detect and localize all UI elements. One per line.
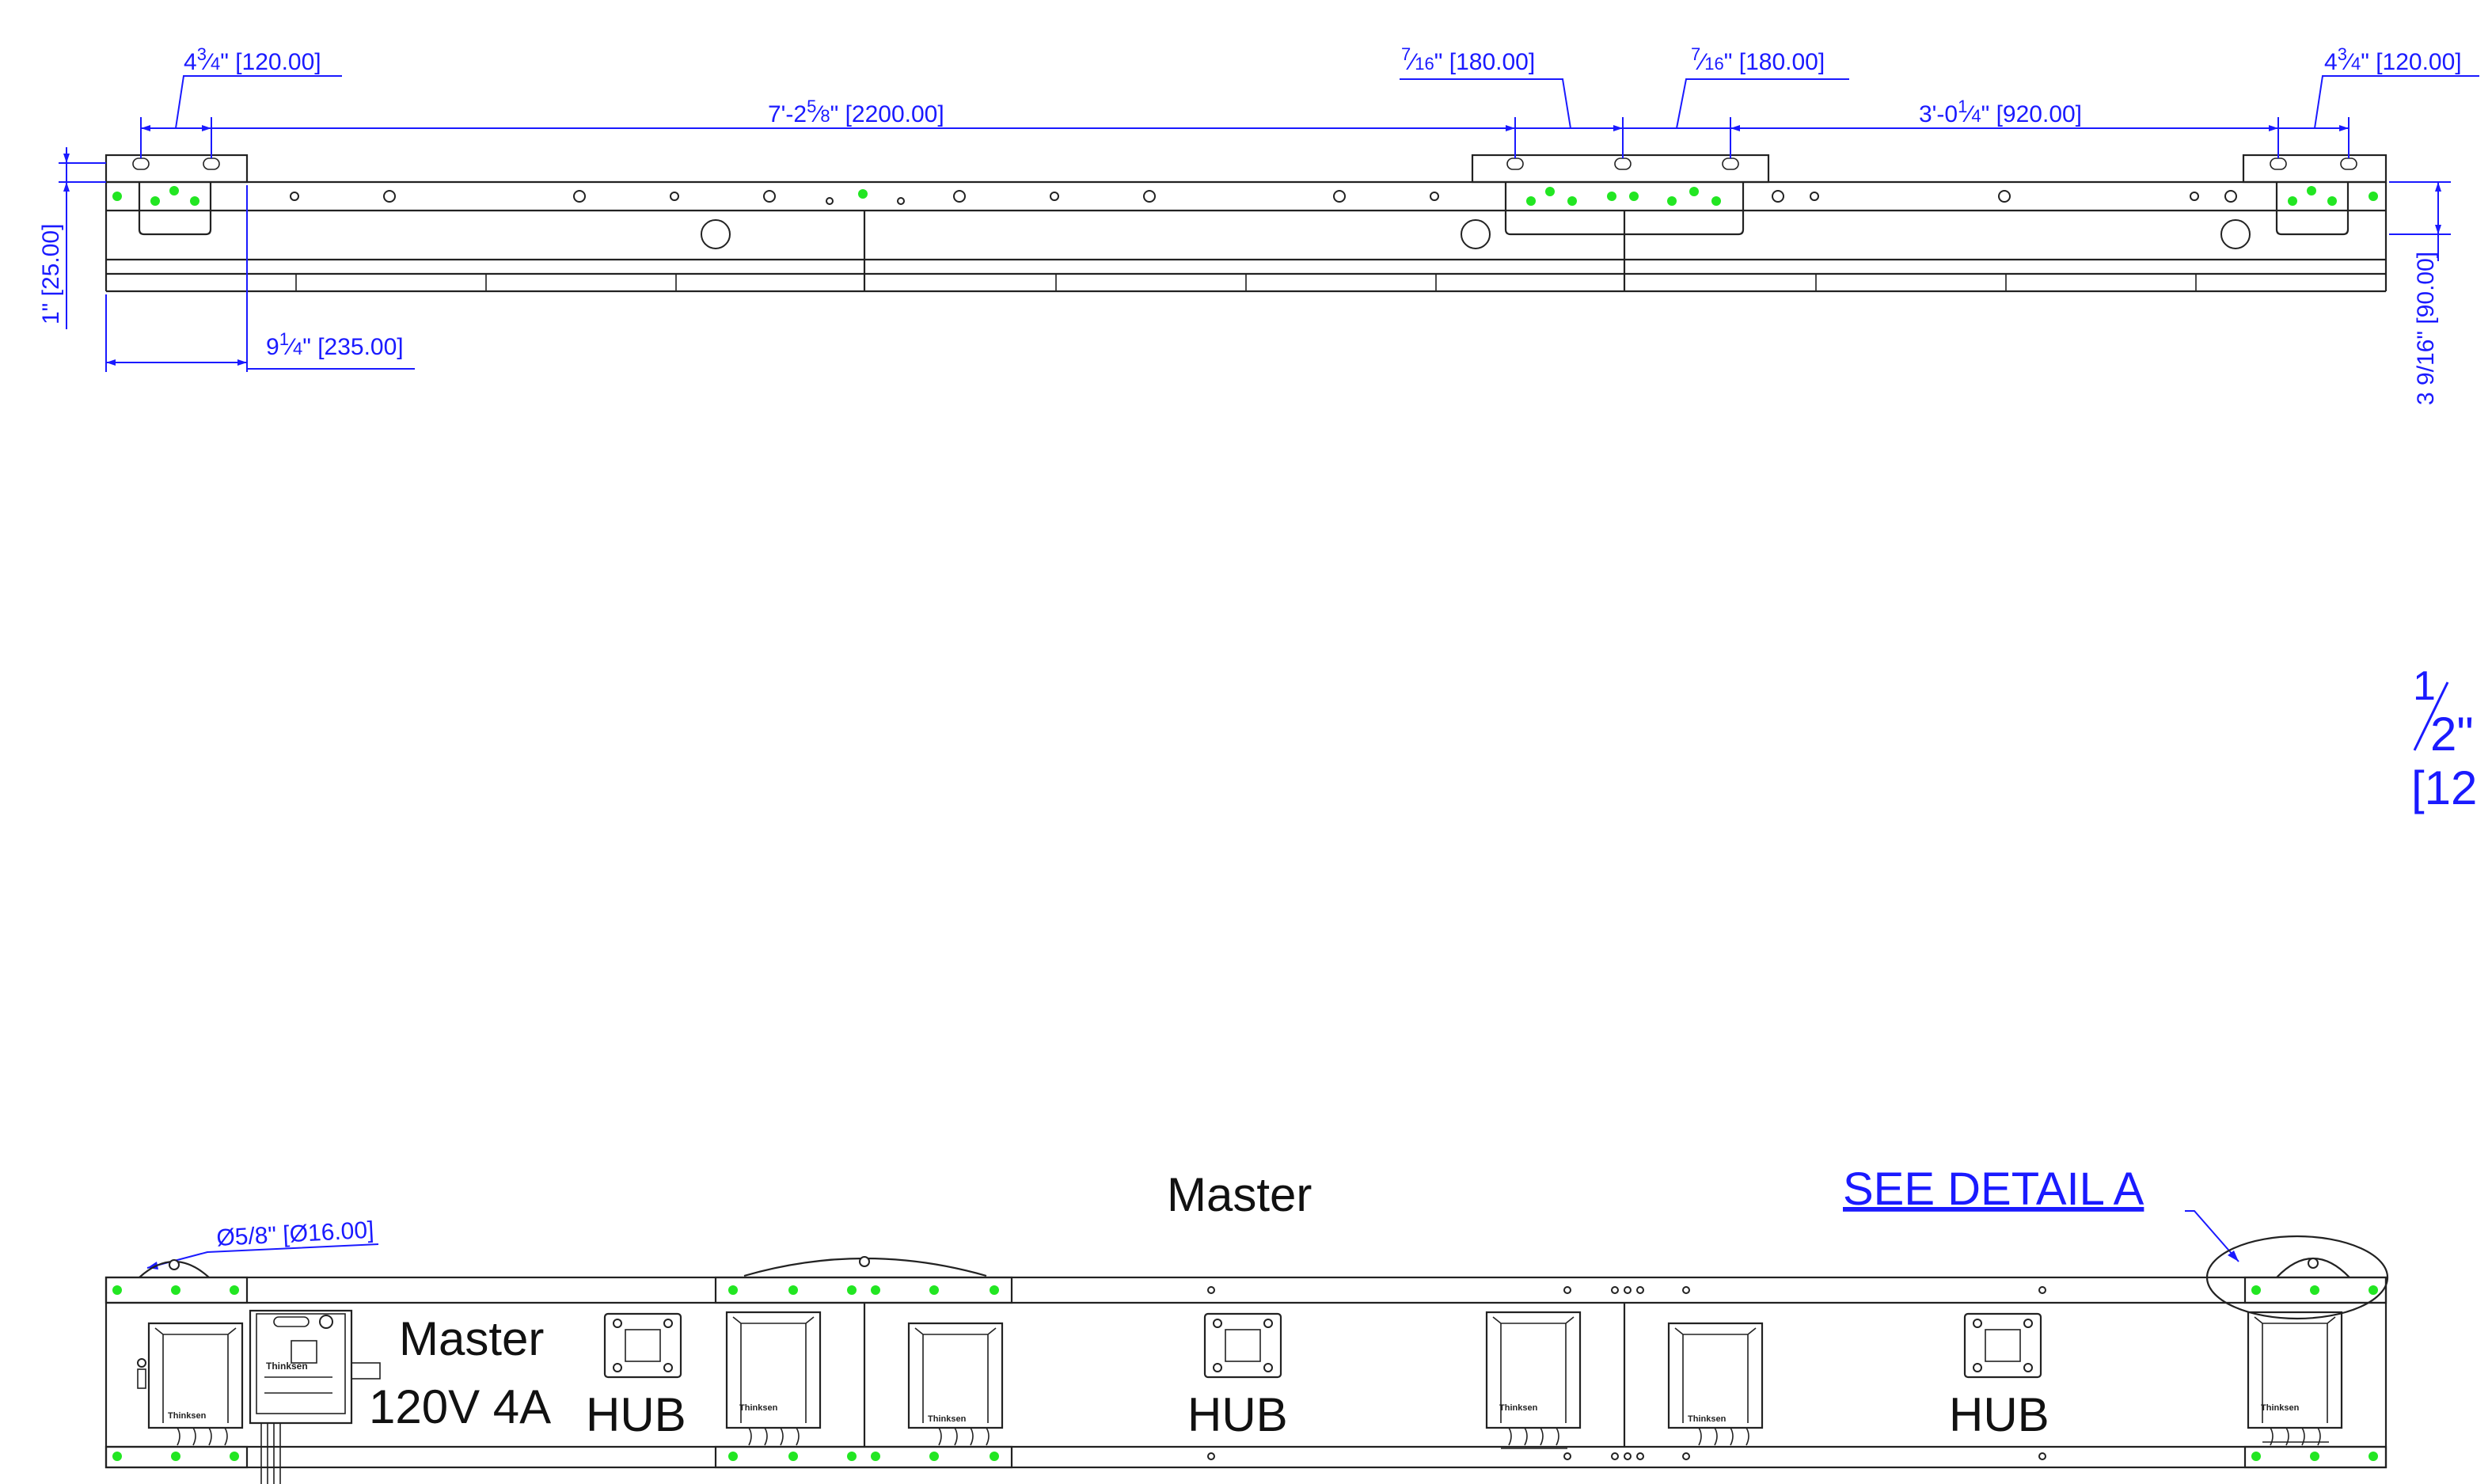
cutoff-label: 1 2" [12: [2411, 663, 2477, 814]
small-switch: [137, 1358, 146, 1389]
dim-right-end: 43⁄4" [120.00]: [2324, 44, 2462, 75]
light-module: Thinksen: [2247, 1311, 2343, 1446]
svg-text:Thinksen: Thinksen: [266, 1361, 308, 1372]
hub-module: HUB: [1187, 1312, 1288, 1441]
light-module: Thinksen: [147, 1322, 244, 1446]
light-module: Thinksen: [725, 1311, 822, 1446]
right-clip: [2275, 182, 2350, 236]
front-view: Master SEE DETAIL A Ø5/8" [Ø16.00]: [104, 1163, 2389, 1484]
svg-text:Thinksen: Thinksen: [2261, 1403, 2300, 1413]
green-markers: [112, 186, 2378, 206]
dimension-arrows: [63, 125, 2441, 366]
hub-label: HUB: [1187, 1388, 1288, 1441]
small-holes: [290, 190, 2237, 205]
top-view: 43⁄4" [120.00] 7'-25⁄8" [2200.00] 7⁄16" …: [38, 44, 2479, 405]
dim-right-vertical: 3 9/16" [90.00]: [2413, 252, 2439, 405]
front-small-holes: [1207, 1286, 2046, 1460]
rail-body: [104, 180, 2388, 293]
dim-span-right: 3'-01⁄4" [920.00]: [1919, 97, 2082, 127]
hub-label: HUB: [1949, 1388, 2049, 1441]
dim-mid-right: 7⁄16" [180.00]: [1691, 44, 1825, 75]
power-label-line2: 120V 4A: [369, 1380, 551, 1433]
dim-mid-left: 7⁄16" [180.00]: [1401, 44, 1535, 75]
hub-module: HUB: [586, 1312, 686, 1441]
svg-text:2": 2": [2430, 708, 2474, 761]
dim-left-end: 43⁄4" [120.00]: [184, 44, 321, 75]
svg-text:Thinksen: Thinksen: [1688, 1414, 1727, 1424]
left-bracket: [104, 154, 249, 184]
center-clip: [1504, 182, 1745, 236]
mount-hole: [2220, 219, 2251, 249]
hub-module: HUB: [1949, 1312, 2049, 1441]
dim-overall: 7'-25⁄8" [2200.00]: [768, 97, 944, 127]
hub-label: HUB: [586, 1388, 686, 1441]
light-module: Thinksen: [1485, 1311, 1582, 1449]
svg-text:Thinksen: Thinksen: [168, 1411, 207, 1421]
dim-height: 1" [25.00]: [38, 224, 64, 325]
light-modules: Thinksen Thinksen Thinksen Thinksen: [147, 1311, 2343, 1449]
svg-text:Thinksen: Thinksen: [928, 1414, 967, 1424]
svg-text:1: 1: [2413, 663, 2436, 709]
front-rail: [104, 1276, 2388, 1469]
dimension-lines: [59, 75, 2479, 372]
front-view-title: Master: [1167, 1168, 1312, 1221]
left-clip: [138, 182, 212, 236]
mount-hole: [701, 219, 731, 249]
power-label-line1: Master: [399, 1312, 544, 1365]
svg-text:[12: [12: [2411, 761, 2477, 814]
mount-hole: [1461, 219, 1491, 249]
right-bracket: [2242, 154, 2388, 184]
master-power-box: Thinksen: [249, 1309, 381, 1484]
see-detail-link[interactable]: SEE DETAIL A: [1843, 1163, 2144, 1215]
front-green-markers: [112, 1285, 2378, 1461]
bracket-slots: [132, 158, 2357, 170]
light-module: Thinksen: [1667, 1322, 1764, 1446]
detail-leader: [2185, 1210, 2239, 1262]
dim-bottom-left: 91⁄4" [235.00]: [266, 329, 404, 360]
light-module: Thinksen: [907, 1322, 1004, 1446]
svg-text:Thinksen: Thinksen: [739, 1403, 778, 1413]
svg-text:Thinksen: Thinksen: [1499, 1403, 1538, 1413]
